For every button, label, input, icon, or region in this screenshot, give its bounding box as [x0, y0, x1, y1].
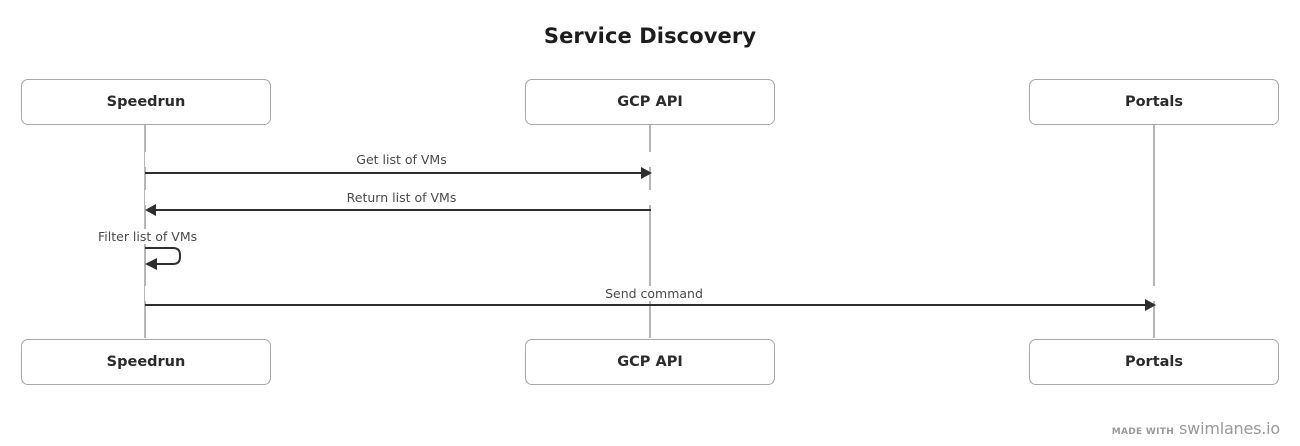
page-title: Service Discovery	[543, 24, 757, 48]
message-line-get-list-of-vms	[145, 172, 642, 174]
message-label-return-list-of-vms: Return list of VMs	[145, 190, 658, 205]
message-line-return-list-of-vms	[156, 209, 651, 211]
footer-made-with-label: Made with	[1111, 427, 1175, 437]
footer-brand-link[interactable]: swimlanes.io	[1179, 419, 1280, 438]
message-line-send-command	[145, 304, 1146, 306]
participant-label-portals-top: Portals	[1124, 94, 1184, 110]
arrow-head-right-icon-send-command	[1145, 299, 1156, 311]
participant-label-gcp-api-top: GCP API	[617, 94, 683, 110]
message-label-filter-list-of-vms: Filter list of VMs	[94, 229, 202, 244]
participant-box-portals-bottom[interactable]: Portals	[1029, 339, 1279, 385]
participant-box-gcp-api-top[interactable]: GCP API	[525, 79, 775, 125]
message-label-send-command: Send command	[145, 286, 1163, 301]
lifeline-portals	[1153, 125, 1155, 338]
self-loop-path	[145, 247, 181, 265]
participant-label-gcp-api-bottom: GCP API	[617, 354, 683, 370]
arrow-head-right-icon-get-list-of-vms	[641, 167, 652, 179]
footer-watermark[interactable]: Made with swimlanes.io	[1112, 419, 1280, 438]
participant-box-speedrun-top[interactable]: Speedrun	[21, 79, 271, 125]
arrow-head-left-icon-filter-list-of-vms	[145, 258, 157, 270]
message-label-get-list-of-vms: Get list of VMs	[145, 152, 658, 167]
participant-box-portals-top[interactable]: Portals	[1029, 79, 1279, 125]
participant-box-speedrun-bottom[interactable]: Speedrun	[21, 339, 271, 385]
arrow-head-left-icon-return-list-of-vms	[145, 204, 156, 216]
lifeline-gcp-api	[649, 125, 651, 338]
participant-label-speedrun-top: Speedrun	[106, 94, 186, 110]
participant-label-speedrun-bottom: Speedrun	[106, 354, 186, 370]
participant-box-gcp-api-bottom[interactable]: GCP API	[525, 339, 775, 385]
self-message-loop-filter-list-of-vms	[140, 240, 200, 280]
participant-label-portals-bottom: Portals	[1124, 354, 1184, 370]
